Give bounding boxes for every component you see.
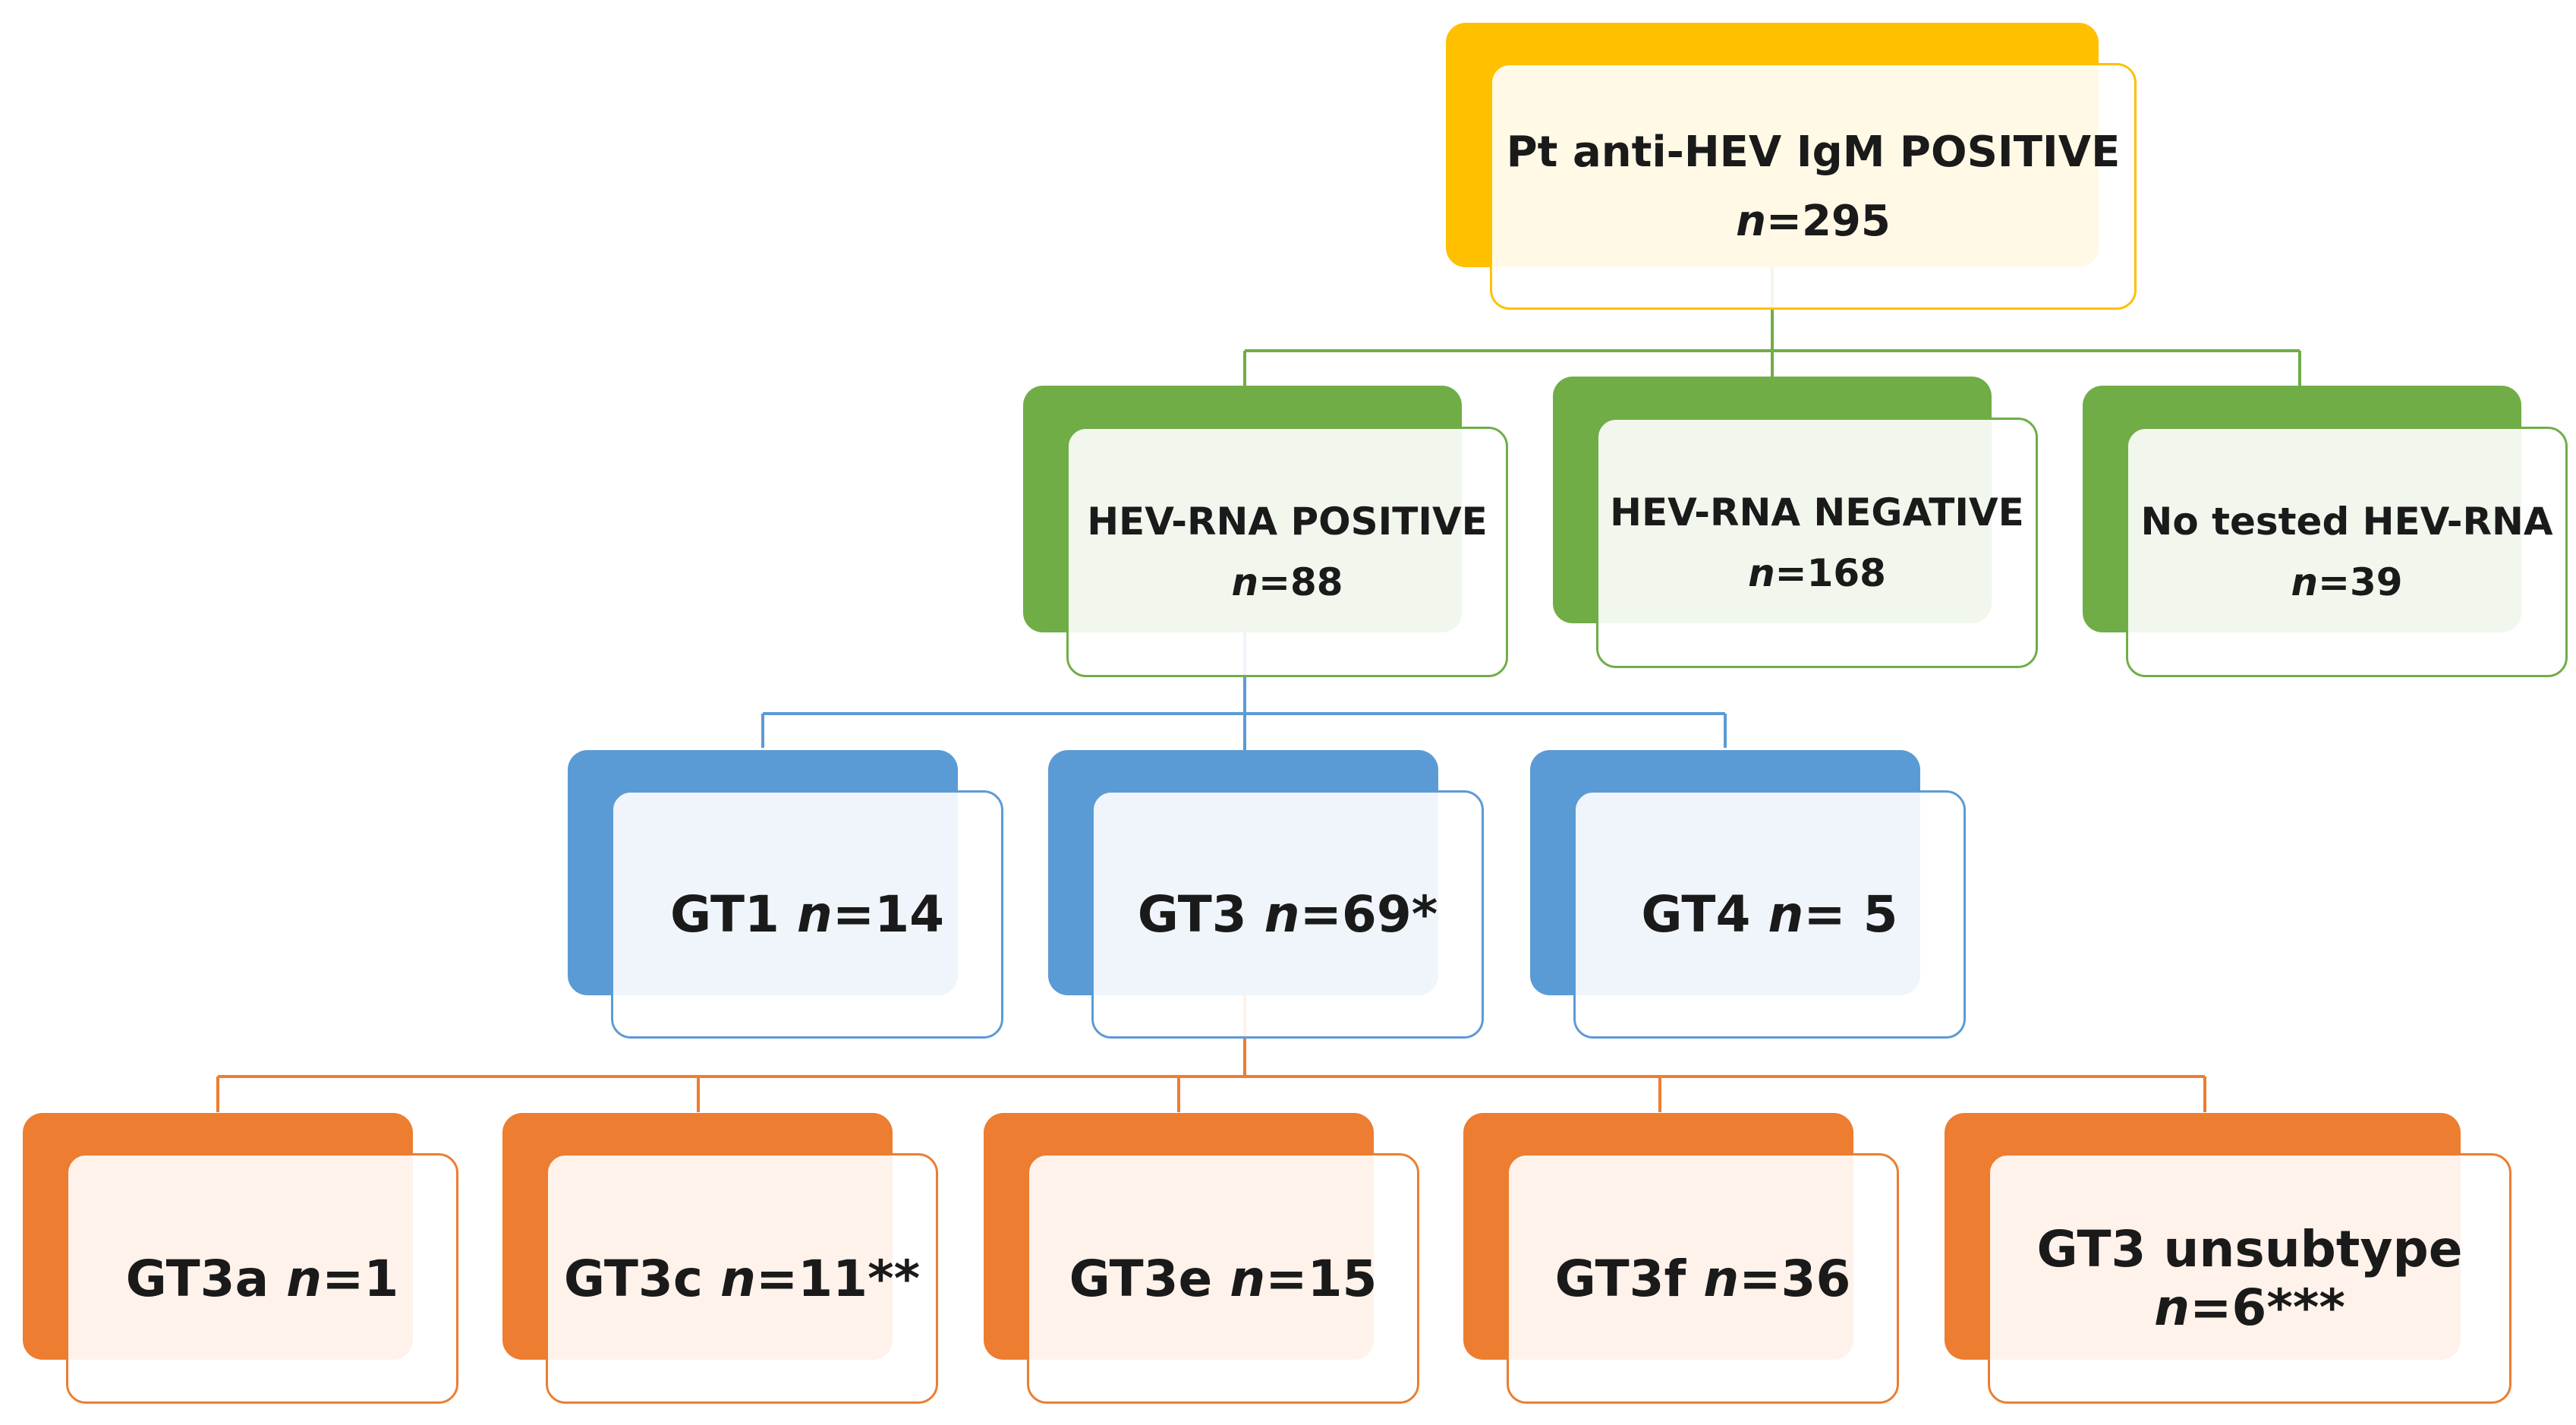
n-label: n bbox=[796, 885, 833, 944]
n-value: =168 bbox=[1775, 551, 1886, 595]
n-value: =69* bbox=[1299, 885, 1438, 944]
n-label: n bbox=[1736, 196, 1767, 246]
n-label: n bbox=[2154, 1278, 2190, 1337]
n-value: =36 bbox=[1739, 1249, 1851, 1308]
genotype-label: GT4 bbox=[1641, 885, 1768, 944]
n-value: =88 bbox=[1258, 560, 1343, 604]
node-label-box: GT4 n= 5 bbox=[1573, 790, 1966, 1039]
genotype-label: GT1 bbox=[669, 885, 797, 944]
node-title: GT3 n=69* bbox=[1138, 885, 1438, 944]
subtype-label: GT3e bbox=[1069, 1249, 1230, 1308]
n-label: n bbox=[286, 1249, 323, 1308]
node-title: GT3 unsubtype bbox=[2036, 1220, 2463, 1278]
n-label: n bbox=[1748, 551, 1775, 595]
node-label-box: Pt anti-HEV IgM POSITIVE n=295 bbox=[1490, 63, 2137, 310]
node-title: GT3a n=1 bbox=[126, 1250, 399, 1308]
n-value: =39 bbox=[2318, 560, 2403, 604]
subtype-label: GT3c bbox=[563, 1249, 720, 1308]
node-label-box: GT3 n=69* bbox=[1091, 790, 1484, 1039]
node-title: GT3c n=11** bbox=[564, 1250, 920, 1308]
n-label: n bbox=[1264, 885, 1300, 944]
node-title: GT3f n=36 bbox=[1555, 1250, 1851, 1308]
subtype-label: GT3a bbox=[125, 1249, 287, 1308]
node-title: GT3e n=15 bbox=[1069, 1250, 1378, 1308]
n-value: =6*** bbox=[2190, 1278, 2345, 1337]
node-label-box: GT3f n=36 bbox=[1507, 1153, 1899, 1404]
subtype-label: GT3f bbox=[1554, 1249, 1704, 1308]
node-title: GT1 n=14 bbox=[670, 885, 944, 944]
node-title: GT4 n= 5 bbox=[1641, 885, 1897, 944]
node-label-box: GT1 n=14 bbox=[611, 790, 1003, 1039]
node-label-box: GT3a n=1 bbox=[66, 1153, 458, 1404]
n-label: n bbox=[1230, 1249, 1266, 1308]
node-label-box: GT3c n=11** bbox=[546, 1153, 938, 1404]
node-title: HEV-RNA NEGATIVE bbox=[1610, 490, 2024, 534]
n-label: n bbox=[720, 1249, 756, 1308]
node-count: n=6*** bbox=[2154, 1278, 2345, 1337]
n-value: =1 bbox=[322, 1249, 399, 1308]
node-count: n=295 bbox=[1736, 197, 1891, 246]
node-label-box: HEV-RNA POSITIVE n=88 bbox=[1066, 427, 1508, 677]
node-label-box: GT3e n=15 bbox=[1027, 1153, 1419, 1404]
n-value: = 5 bbox=[1803, 885, 1898, 944]
node-title: HEV-RNA POSITIVE bbox=[1087, 500, 1488, 544]
n-value: =14 bbox=[832, 885, 945, 944]
node-count: n=88 bbox=[1231, 560, 1343, 604]
node-label-box: GT3 unsubtype n=6*** bbox=[1988, 1153, 2511, 1404]
n-value: =295 bbox=[1766, 196, 1891, 246]
node-count: n=39 bbox=[2291, 560, 2402, 604]
node-title: No tested HEV-RNA bbox=[2140, 500, 2553, 544]
n-value: =15 bbox=[1265, 1249, 1378, 1308]
n-label: n bbox=[1768, 885, 1804, 944]
n-value: =11** bbox=[755, 1249, 921, 1308]
node-label-box: HEV-RNA NEGATIVE n=168 bbox=[1596, 418, 2038, 668]
n-label: n bbox=[2291, 560, 2319, 604]
genotype-label: GT3 bbox=[1137, 885, 1264, 944]
n-label: n bbox=[1703, 1249, 1740, 1308]
node-title: Pt anti-HEV IgM POSITIVE bbox=[1506, 127, 2121, 177]
node-label-box: No tested HEV-RNA n=39 bbox=[2126, 427, 2568, 677]
n-label: n bbox=[1231, 560, 1259, 604]
node-count: n=168 bbox=[1748, 551, 1886, 595]
